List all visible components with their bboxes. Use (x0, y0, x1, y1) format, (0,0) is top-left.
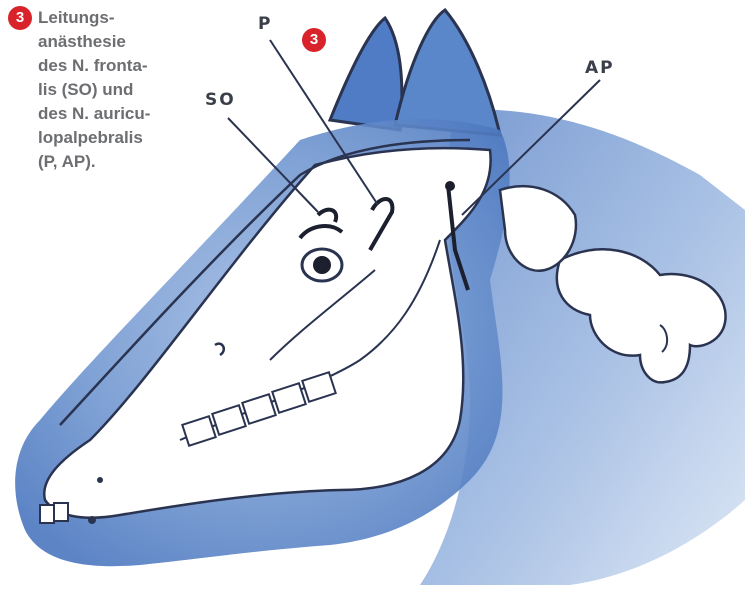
infraorbital-mark (97, 477, 103, 483)
ear-front (330, 18, 402, 130)
mental-foramen (88, 516, 96, 524)
caption-line: des N. auricu- (38, 102, 150, 126)
label-ap: AP (585, 58, 615, 78)
caption-text: Leitungs- anästhesie des N. fronta- lis … (38, 6, 150, 174)
caption-number-badge: 3 (8, 6, 32, 30)
caption-line: Leitungs- (38, 6, 150, 30)
ear-back (395, 10, 500, 135)
caption-line: des N. fronta- (38, 54, 150, 78)
figure-marker-badge: 3 (302, 28, 326, 52)
figure-caption: 3 Leitungs- anästhesie des N. fronta- li… (8, 6, 188, 174)
caption-line: anästhesie (38, 30, 150, 54)
caption-line: (P, AP). (38, 150, 150, 174)
caption-line: lis (SO) und (38, 78, 150, 102)
caption-line: lopalpebralis (38, 126, 150, 150)
label-p: P (258, 14, 272, 34)
label-so: SO (205, 90, 236, 110)
ap-point (445, 181, 455, 191)
